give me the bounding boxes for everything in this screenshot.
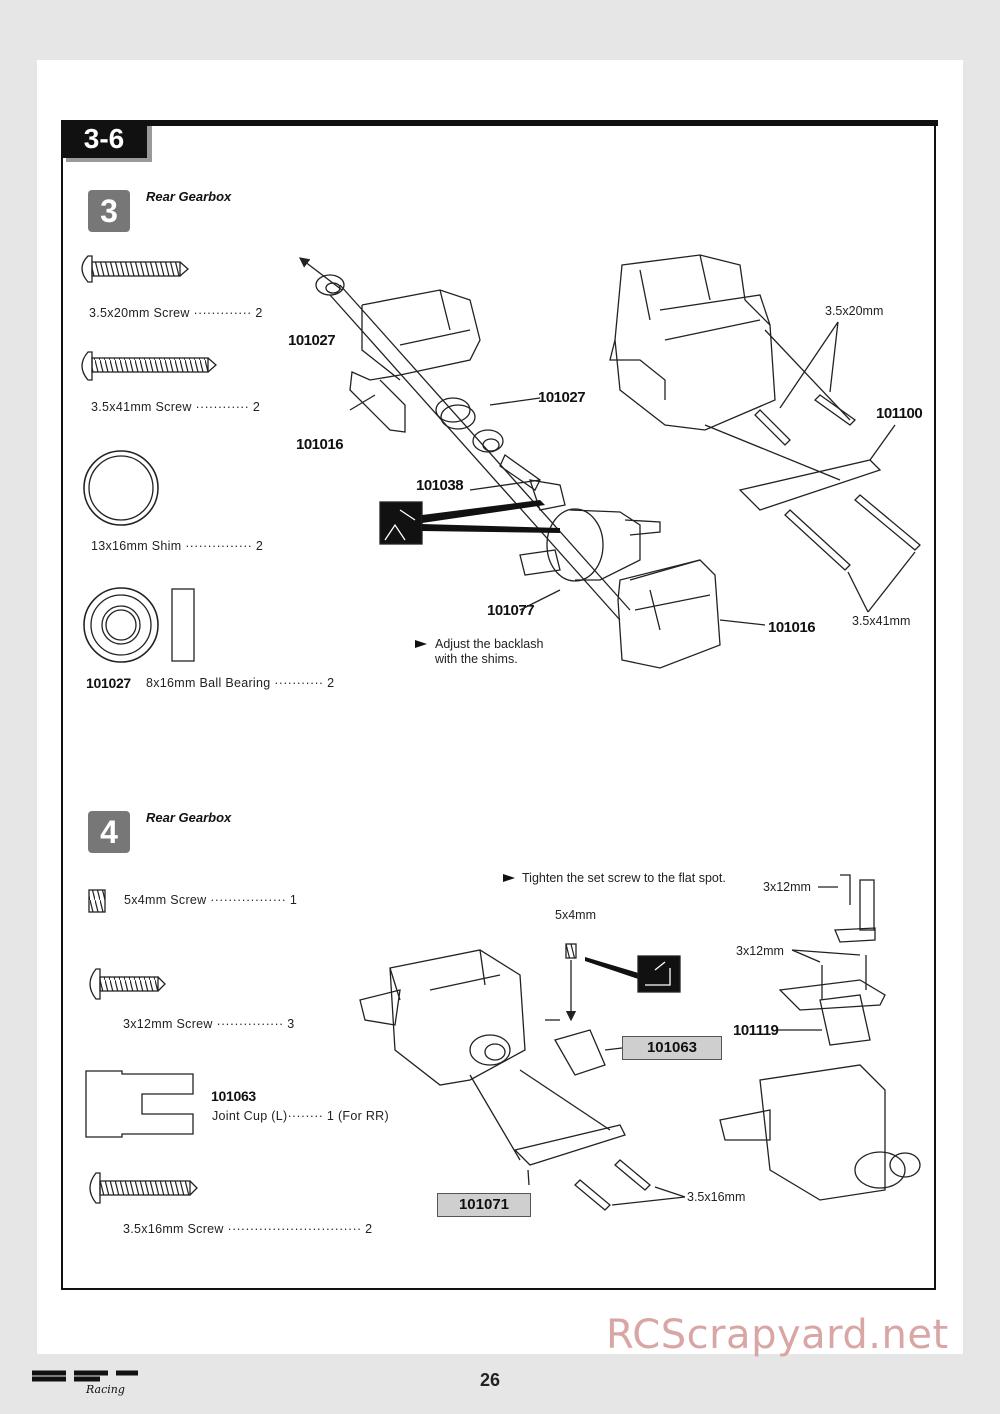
screw-3-5x20-icon: [81, 255, 189, 283]
dim-3-5x41: 3.5x41mm: [852, 614, 911, 628]
dim-5x4: 5x4mm: [555, 908, 596, 922]
callout-101027-b: 101027: [538, 389, 586, 406]
step-3-title: Rear Gearbox: [146, 189, 232, 204]
dim-3-5x20: 3.5x20mm: [825, 304, 884, 318]
note-set-screw-arrow-icon: [503, 874, 515, 882]
callout-101077: 101077: [487, 602, 535, 619]
part-joint-cup-label: Joint Cup (L)········ 1 (For RR): [212, 1109, 389, 1123]
callout-101016-a: 101016: [296, 436, 344, 453]
callout-101119: 101119: [733, 1022, 779, 1039]
section-number: 3-6: [61, 120, 147, 158]
note-backlash-line-1: Adjust the backlash: [435, 637, 544, 651]
part-bearing-code: 101027: [86, 675, 131, 691]
part-screw-3-5x20-label: 3.5x20mm Screw ············· 2: [89, 306, 263, 320]
dim-3x12-b: 3x12mm: [736, 944, 784, 958]
hpi-racing-logo: Racing: [32, 1370, 138, 1396]
screw-3-5x41-icon: [81, 351, 217, 381]
part-screw-3-5x16-label: 3.5x16mm Screw ·························…: [123, 1222, 373, 1236]
callout-101063-box: 101063: [622, 1036, 722, 1060]
shim-icon: [83, 450, 159, 526]
callout-101027-a: 101027: [288, 332, 336, 349]
callout-101100: 101100: [876, 405, 923, 422]
callout-101016-b: 101016: [768, 619, 816, 636]
section-top-rule: [61, 120, 938, 126]
part-bearing-label: 8x16mm Ball Bearing ··········· 2: [146, 676, 335, 690]
note-backlash: Adjust the backlash with the shims.: [435, 637, 543, 667]
set-screw-5x4-icon: [88, 889, 106, 913]
screw-3x12-icon: [89, 968, 166, 1000]
page-sheet: [37, 60, 963, 1354]
gearbox-assembled-view: [609, 254, 921, 613]
backlash-gear-icon: [379, 500, 560, 545]
callout-101071-box: 101071: [437, 1193, 531, 1217]
dim-3-5x16: 3.5x16mm: [687, 1190, 746, 1204]
part-screw-3x12-label: 3x12mm Screw ··············· 3: [123, 1017, 295, 1031]
note-backlash-line-2: with the shims.: [435, 652, 518, 666]
gearbox-joint-cup-view: [359, 874, 686, 1211]
svg-text:Racing: Racing: [85, 1383, 125, 1396]
part-joint-cup-code: 101063: [211, 1088, 256, 1104]
step-4-badge: 4: [88, 811, 130, 853]
note-set-screw: Tighten the set screw to the flat spot.: [522, 871, 726, 885]
joint-cup-icon: [85, 1070, 194, 1138]
gearbox-exploded-view: [298, 257, 766, 669]
dim-3x12-a: 3x12mm: [763, 880, 811, 894]
ball-bearing-icon: [83, 587, 195, 663]
watermark: RCScrapyard.net: [606, 1312, 949, 1358]
step-3-badge: 3: [88, 190, 130, 232]
gearbox-mount-view: [719, 874, 921, 1201]
part-screw-5x4-label: 5x4mm Screw ················· 1: [124, 893, 298, 907]
step-4-title: Rear Gearbox: [146, 810, 232, 825]
note-arrow-icon: [415, 640, 427, 648]
part-screw-3-5x41-label: 3.5x41mm Screw ············ 2: [91, 400, 261, 414]
page-number: 26: [479, 1370, 501, 1390]
screw-3-5x16-icon: [89, 1172, 198, 1204]
callout-101038: 101038: [416, 477, 464, 494]
part-shim-label: 13x16mm Shim ··············· 2: [91, 539, 264, 553]
